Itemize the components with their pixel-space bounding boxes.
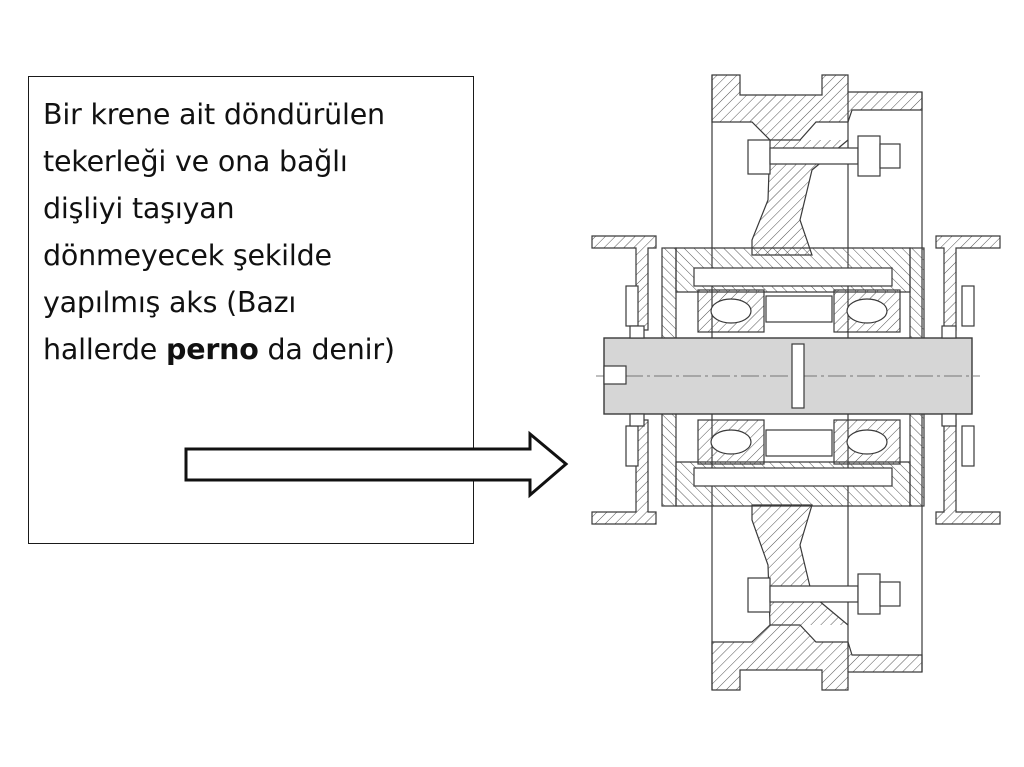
- caption-line-4: dönmeyecek şekilde: [43, 239, 332, 272]
- caption-line-1: Bir krene ait döndürülen: [43, 98, 385, 131]
- spacer-top: [765, 295, 833, 323]
- bolt-top-end: [879, 143, 901, 169]
- bolt-top-head: [747, 139, 771, 175]
- caption-line-6: hallerde perno da denir): [43, 326, 463, 373]
- axle-collar-right-b: [941, 413, 957, 427]
- axle-collar-left-b: [629, 413, 645, 427]
- bracket-left-top: [591, 235, 657, 331]
- bolt-bottom-shank: [769, 585, 859, 603]
- washer-left-bottom: [625, 425, 639, 467]
- crane-wheel-drawing: [591, 74, 1001, 691]
- wheel-rim-top: [711, 74, 923, 141]
- axle-collar-left: [629, 325, 645, 339]
- bolt-top-shank: [769, 147, 859, 165]
- spacer-bottom: [765, 429, 833, 457]
- caption-bold-term: perno: [166, 333, 259, 366]
- washer-right-top: [961, 285, 975, 327]
- axle-collar-right: [941, 325, 957, 339]
- bolt-bottom-end: [879, 581, 901, 607]
- right-arrow-icon: [184, 430, 569, 499]
- text-box: Bir krene ait döndürülen tekerleği ve on…: [28, 76, 474, 544]
- axle-end-bore: [603, 365, 627, 385]
- caption-line-6-suffix: da denir): [258, 333, 395, 366]
- washer-right-bottom: [961, 425, 975, 467]
- caption-line-2: tekerleği ve ona bağlı: [43, 145, 348, 178]
- bracket-left-bottom: [591, 419, 657, 525]
- caption-line-3: dişliyi taşıyan: [43, 192, 235, 225]
- roller-top-left: [710, 298, 752, 324]
- caption: Bir krene ait döndürülen tekerleği ve on…: [43, 91, 463, 373]
- hub-bore-top: [693, 267, 893, 287]
- washer-left-top: [625, 285, 639, 327]
- caption-line-5: yapılmış aks (Bazı: [43, 286, 297, 319]
- bearing-bottom-right: [833, 419, 901, 465]
- caption-line-6-prefix: hallerde: [43, 333, 166, 366]
- roller-bottom-right: [846, 429, 888, 455]
- bolt-bottom-nut: [857, 573, 881, 615]
- axle-center-key: [791, 343, 805, 409]
- bolt-top-nut: [857, 135, 881, 177]
- hub-bore-bottom: [693, 467, 893, 487]
- wheel-rim-bottom: [711, 624, 923, 691]
- roller-top-right: [846, 298, 888, 324]
- roller-bottom-left: [710, 429, 752, 455]
- bolt-bottom-head: [747, 577, 771, 613]
